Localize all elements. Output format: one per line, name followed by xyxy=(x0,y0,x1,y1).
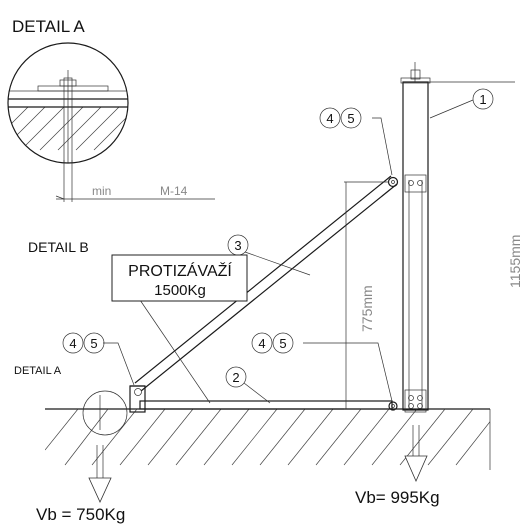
counterweight-mass: 1500Kg xyxy=(154,282,206,299)
svg-text:4: 4 xyxy=(69,336,76,351)
dim-height-brace: 775mm xyxy=(359,285,375,332)
left-reaction-arrow xyxy=(88,445,112,503)
callout-bottom-4-5: 4 5 xyxy=(251,332,294,354)
svg-text:5: 5 xyxy=(90,336,97,351)
dim-min: min xyxy=(92,184,111,198)
svg-text:4: 4 xyxy=(258,336,265,351)
dim-bolt: M-14 xyxy=(160,184,188,198)
leader-lines xyxy=(103,99,474,404)
svg-text:1: 1 xyxy=(479,92,486,107)
bottom-beam xyxy=(139,400,398,411)
counterweight-box: PROTIZÁVAŽÍ 1500Kg xyxy=(111,254,248,302)
callout-left-4-5: 4 5 xyxy=(62,332,105,354)
load-left: Vb = 750Kg xyxy=(36,505,125,524)
svg-text:5: 5 xyxy=(279,336,286,351)
callout-3: 3 xyxy=(227,234,249,256)
svg-text:4: 4 xyxy=(326,111,333,126)
vertical-post xyxy=(400,62,431,413)
counterweight-title: PROTIZÁVAŽÍ xyxy=(128,261,232,280)
right-reaction-arrow xyxy=(404,425,428,482)
callout-2: 2 xyxy=(225,366,247,388)
svg-text:2: 2 xyxy=(232,370,239,385)
callout-1: 1 xyxy=(472,88,494,110)
detail-a-marker xyxy=(82,390,128,436)
detail-a-title: DETAIL A xyxy=(12,17,85,36)
load-right: Vb= 995Kg xyxy=(355,488,440,507)
detail-a-reference: DETAIL A xyxy=(14,365,62,377)
svg-text:3: 3 xyxy=(234,238,241,253)
detail-a-zoom: min M-14 xyxy=(7,42,215,202)
dimensions: 1155mm 775mm xyxy=(344,81,520,410)
ground xyxy=(45,408,491,470)
dim-height-total: 1155mm xyxy=(507,235,520,288)
callouts: 1 4 5 3 4 5 2 4 5 xyxy=(62,88,494,388)
left-support xyxy=(129,385,146,413)
svg-text:5: 5 xyxy=(347,111,354,126)
detail-b-title: DETAIL B xyxy=(28,239,89,255)
callout-top-4-5: 4 5 xyxy=(319,107,362,129)
